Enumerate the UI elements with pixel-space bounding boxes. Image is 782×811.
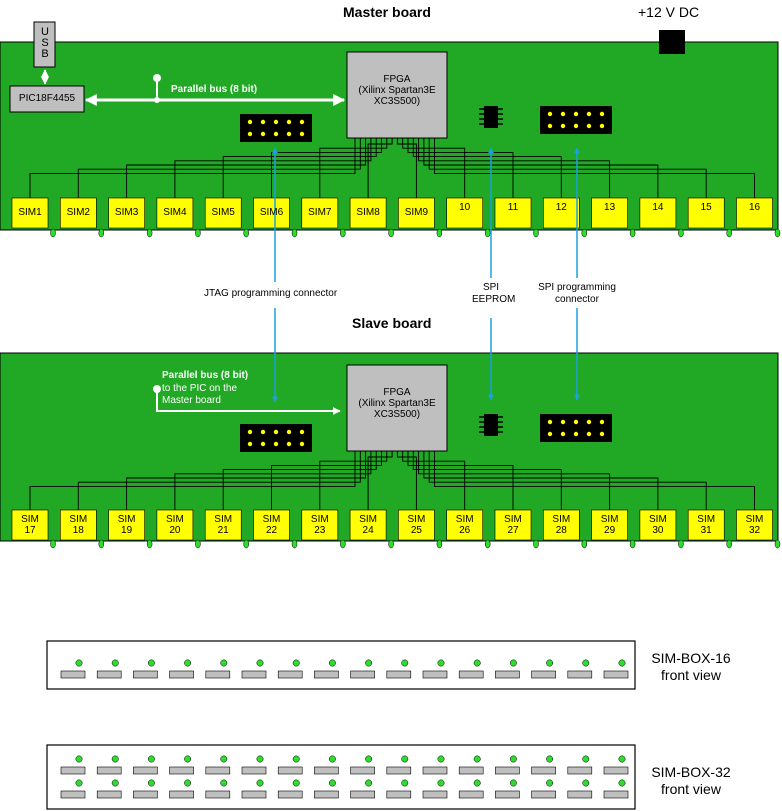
slave-jtag-header [240,424,312,452]
fpga-line-2: (Xilinx Spartan3E [358,398,436,409]
pic-chip [9,85,85,113]
spi-eeprom-label: SPI EEPROM [472,282,516,305]
slave-bus-label: Parallel bus (8 bit) [162,370,249,381]
master-sim-label: SIM8 [356,207,380,218]
master-sim-label: SIM1 [18,207,42,218]
slave-board-title: Slave board [352,315,432,331]
master-sim-label: 13 [604,202,616,213]
slave-fpga-label: FPGA (Xilinx Spartan3E XC3S500) [347,387,447,420]
master-jtag-header [240,114,312,142]
master-sim-label: SIM9 [404,207,429,218]
power-label: +12 V DC [638,4,700,20]
master-spi-header [540,106,612,134]
fpga-line-3: XC3S500) [373,96,421,107]
master-sim-label: 16 [748,202,761,213]
fpga-line-3: XC3S500) [373,409,421,420]
slave-spi-header [540,414,612,442]
master-sim-label: 10 [459,202,471,213]
slave-parallel-bus [156,389,341,415]
simbox32-label: SIM-BOX-32 front view [651,764,731,797]
master-fpga-label: FPGA (Xilinx Spartan3E XC3S500) [347,74,447,107]
master-sim-slots [11,197,781,238]
master-sim-label: 12 [555,202,567,213]
usb-port [33,21,56,68]
spi-connector-label: SPI programming connector [538,282,616,305]
slave-eeprom-chip [479,414,503,436]
master-sim-label: 14 [652,202,664,213]
simbox32-panel [46,744,636,810]
master-bus-label: Parallel bus (8 bit) [171,84,258,95]
simbox16-slots [60,659,629,679]
master-eeprom-chip [479,106,503,128]
fpga-line-2: (Xilinx Spartan3E [358,85,436,96]
master-sim-label: SIM5 [211,207,235,218]
usb-label: USB [41,26,49,60]
slave-bus-note: to the PIC on the Master board [162,383,238,406]
simbox16-label: SIM-BOX-16 front view [651,650,731,683]
master-bus-tap-dot [153,74,161,82]
simbox32-slots [60,755,629,799]
simbox16-panel [46,640,636,690]
master-sim-label: SIM2 [66,207,90,218]
master-board-title: Master board [343,4,431,20]
slave-traces [29,451,755,510]
master-sim-label: 15 [700,202,712,213]
jtag-connector-label: JTAG programming connector [204,288,338,299]
master-sim-label: SIM4 [163,207,187,218]
master-traces [29,138,755,198]
master-sim-label: SIM3 [114,207,139,218]
master-sim-label: SIM7 [308,207,332,218]
pic-label: PIC18F4455 [18,93,76,104]
slave-sim-slots [11,509,781,549]
fpga-line-1: FPGA [383,74,411,85]
master-fpga-chip [346,51,448,139]
master-bus-junction [154,97,160,103]
master-sim-label: 11 [507,202,519,213]
master-sim-label: SIM6 [259,207,284,218]
fpga-line-1: FPGA [383,387,411,398]
power-connector [659,30,685,54]
